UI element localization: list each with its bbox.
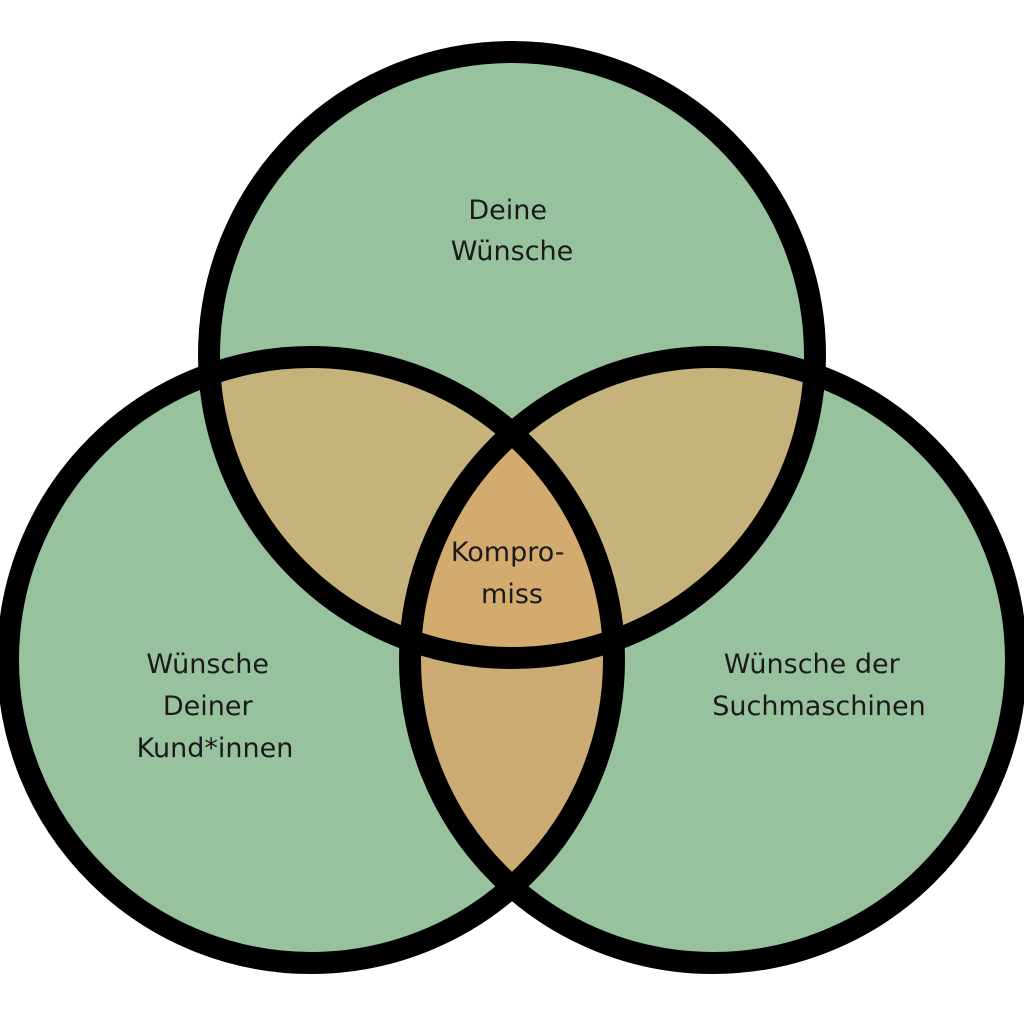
label-top-line-1: Deine — [468, 195, 547, 226]
label-top-line-2: Wünsche — [451, 236, 574, 267]
label-left: Wünsche Deiner Kund*innen — [137, 649, 294, 764]
circle-outlines — [0, 41, 1024, 974]
label-center-line-1: Kompro- — [451, 537, 565, 568]
label-left-line-2: Deiner — [163, 691, 254, 722]
label-right-line-2: Suchmaschinen — [712, 691, 925, 722]
label-left-line-3: Kund*innen — [137, 733, 294, 764]
circle-top-outline — [198, 41, 826, 669]
circle-right-outline — [399, 346, 1024, 974]
label-right-line-1: Wünsche der — [724, 649, 901, 680]
label-top: Deine Wünsche — [451, 195, 574, 267]
label-center: Kompro- miss — [451, 537, 573, 610]
label-right: Wünsche der Suchmaschinen — [712, 649, 925, 722]
label-left-line-1: Wünsche — [146, 649, 269, 680]
label-center-line-2: miss — [481, 579, 543, 610]
circle-left-outline — [0, 346, 625, 974]
